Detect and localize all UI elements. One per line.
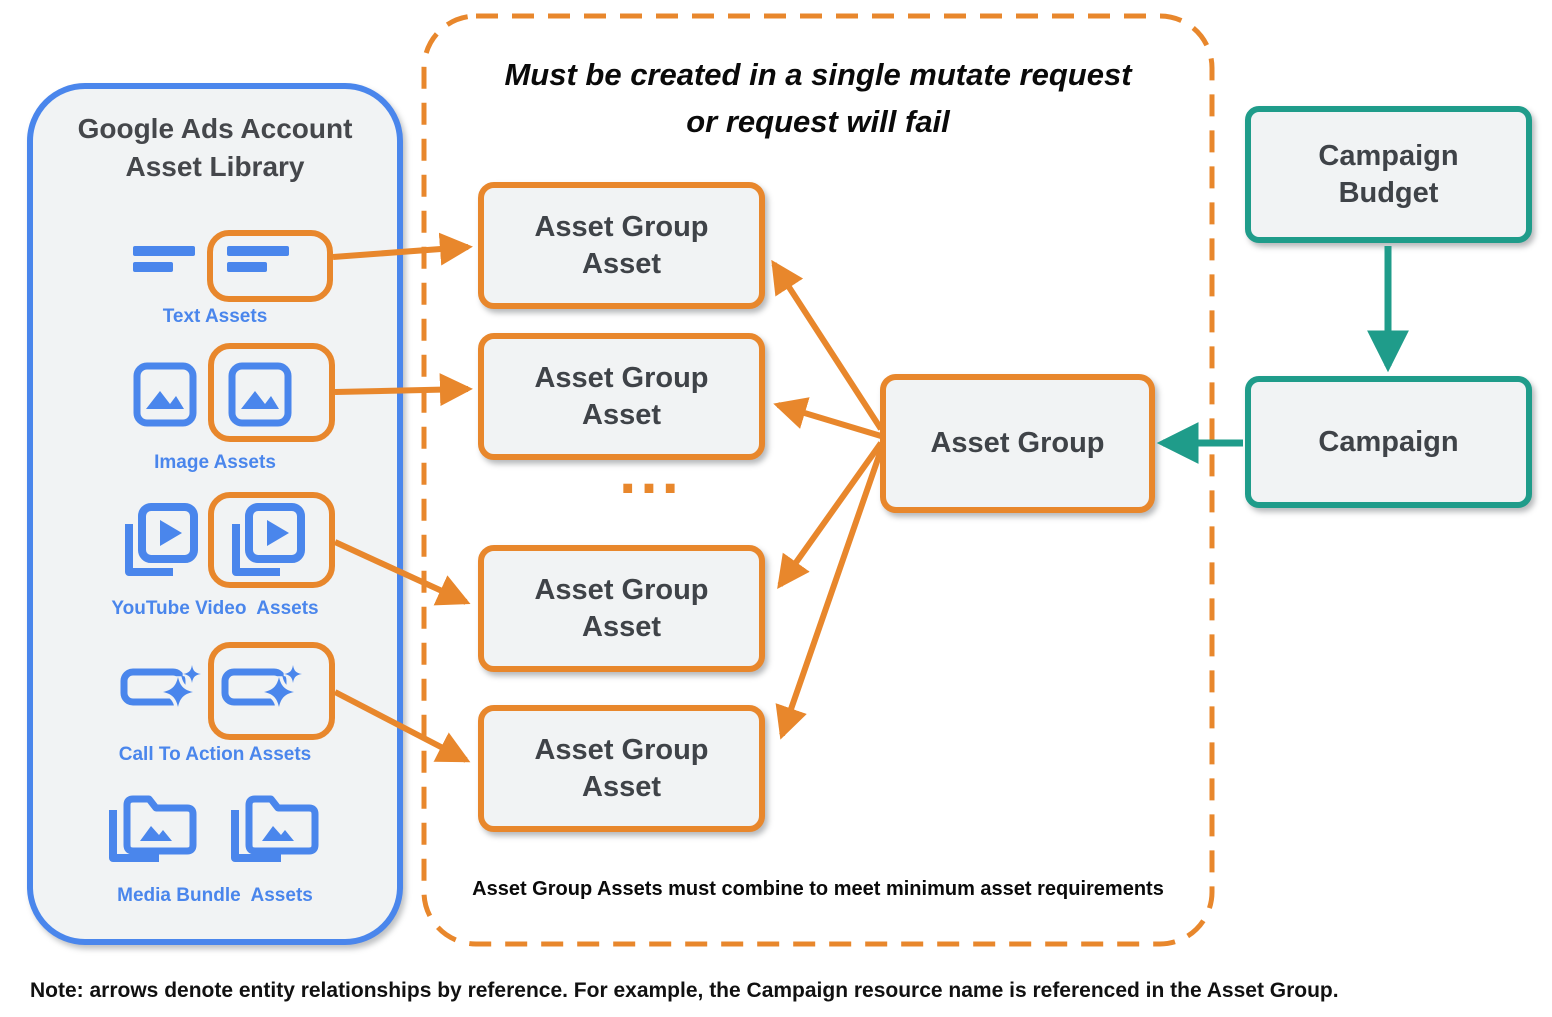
asset-type-label-image: Image Assets xyxy=(154,452,276,473)
asset-group-asset-label: Asset Group xyxy=(534,362,709,395)
asset-group-asset-box: Asset Group Asset xyxy=(478,705,765,832)
cta-sparkle-icon xyxy=(221,664,303,708)
asset-library-panel xyxy=(27,83,403,945)
arrow-asset-group-to-asset-group-asset-2 xyxy=(773,397,882,439)
video-stack-icon xyxy=(125,503,198,576)
asset-library-title: Google Ads Account Asset Library xyxy=(27,110,403,186)
asset-group-asset-label: Asset Group xyxy=(534,574,709,607)
selected-image-asset-highlight xyxy=(208,343,335,442)
mutate-request-title: Must be created in a single mutate reque… xyxy=(424,52,1212,145)
image-icon xyxy=(133,362,197,427)
asset-library-title-line1: Google Ads Account xyxy=(77,113,353,144)
campaign-budget-label: Budget xyxy=(1338,176,1439,209)
campaign-label: Campaign xyxy=(1318,425,1459,458)
arrow-asset-group-to-asset-group-asset-4 xyxy=(775,449,884,740)
asset-type-label-video: YouTube Video Assets xyxy=(111,598,319,619)
asset-group-box: Asset Group xyxy=(880,374,1155,513)
asset-group-asset-box: Asset Group Asset xyxy=(478,182,765,309)
asset-group-asset-label: Asset xyxy=(582,610,661,643)
video-stack-icon xyxy=(232,503,305,576)
mutate-request-title-line2: or request will fail xyxy=(686,103,950,139)
more-assets-ellipsis: ... xyxy=(619,438,683,507)
mutate-request-title-line1: Must be created in a single mutate reque… xyxy=(504,57,1132,92)
selected-cta-asset-highlight xyxy=(208,642,335,740)
arrow-asset-group-to-asset-group-asset-3 xyxy=(777,441,884,590)
campaign-budget-label: Campaign xyxy=(1318,140,1459,173)
selected-video-asset-highlight xyxy=(208,492,335,588)
campaign-budget-box: Campaign Budget xyxy=(1245,106,1532,243)
arrow-asset-group-to-asset-group-asset-1 xyxy=(771,259,884,431)
asset-group-asset-box: Asset Group Asset xyxy=(478,545,765,672)
campaign-box: Campaign xyxy=(1245,376,1532,508)
cta-sparkle-icon xyxy=(120,664,202,708)
asset-group-asset-label: Asset xyxy=(582,398,661,431)
mutate-request-footnote: Asset Group Assets must combine to meet … xyxy=(472,878,1164,900)
text-lines-icon xyxy=(227,246,289,272)
asset-group-asset-label: Asset xyxy=(582,770,661,803)
asset-group-label: Asset Group xyxy=(930,427,1105,460)
asset-type-label-media-bundle: Media Bundle Assets xyxy=(117,885,313,906)
reference-note: Note: arrows denote entity relationships… xyxy=(30,979,1339,1002)
asset-library-title-line2: Asset Library xyxy=(125,150,305,182)
media-bundle-icon xyxy=(109,795,197,862)
media-bundle-icon xyxy=(231,795,319,862)
image-icon xyxy=(228,362,292,427)
asset-group-asset-label: Asset xyxy=(582,247,661,280)
asset-group-asset-label: Asset Group xyxy=(534,211,709,244)
asset-group-asset-label: Asset Group xyxy=(534,734,709,767)
selected-text-asset-highlight xyxy=(207,230,333,302)
text-lines-icon xyxy=(133,246,195,272)
asset-type-label-cta: Call To Action Assets xyxy=(118,744,312,765)
asset-type-label-text: Text Assets xyxy=(162,306,268,327)
